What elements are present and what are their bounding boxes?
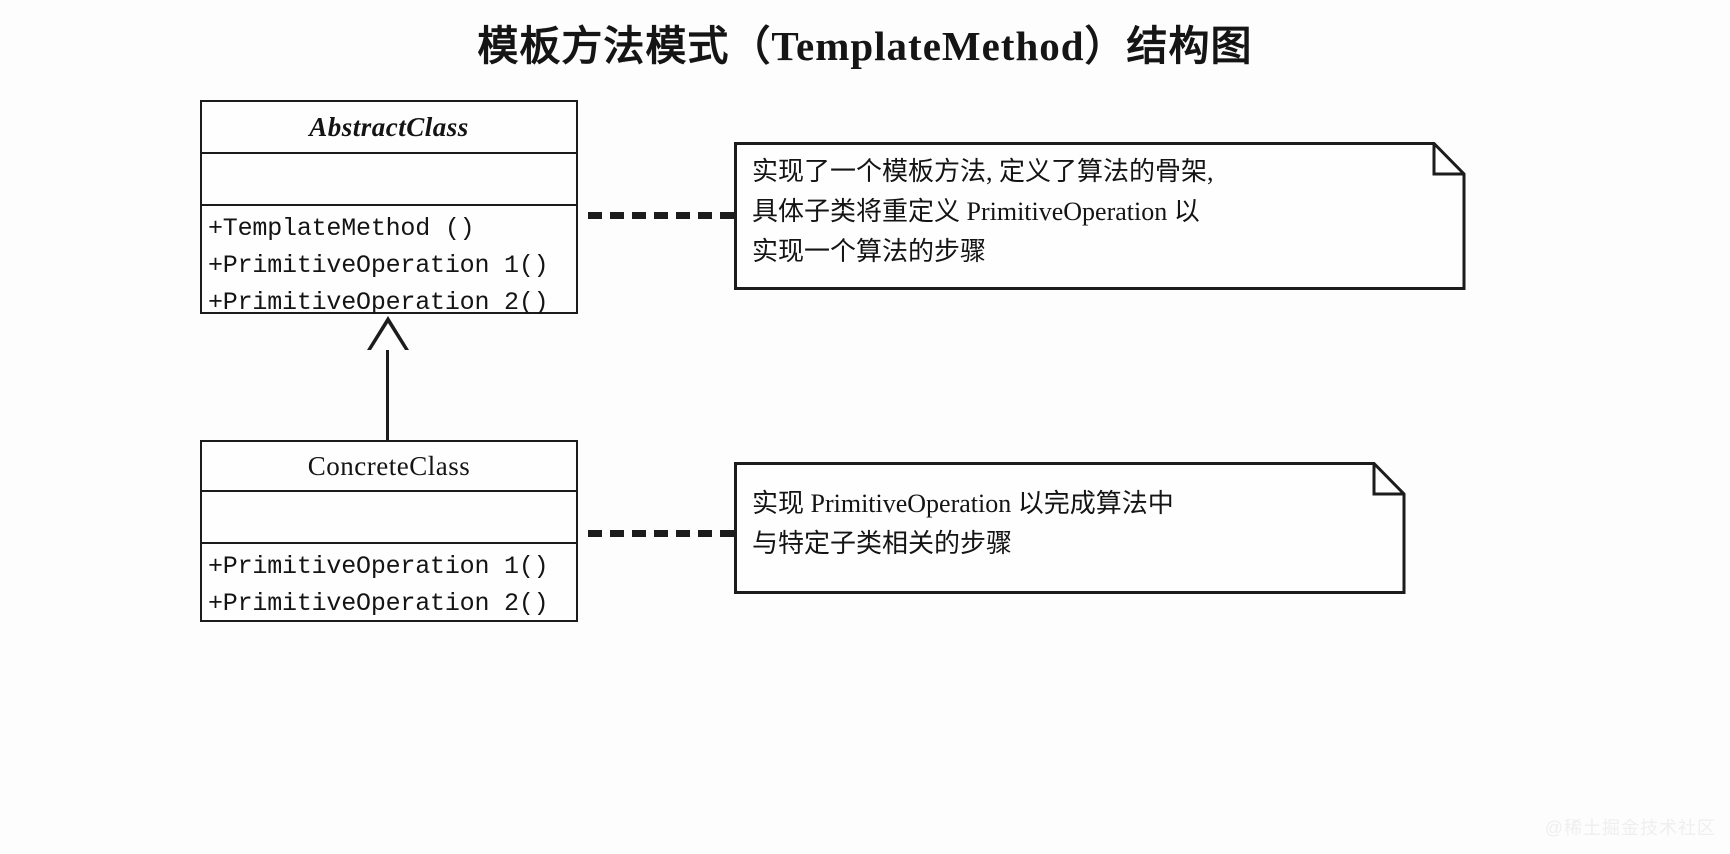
uml-class-abstract[interactable]: AbstractClass +TemplateMethod () +Primit… <box>200 100 578 317</box>
uml-class-name-abstract: AbstractClass <box>202 102 576 154</box>
note-line: 实现一个算法的步骤 <box>752 237 987 266</box>
note-concrete-shape <box>734 462 1406 594</box>
note-line: 实现了一个模板方法, 定义了算法的骨架, <box>752 157 1214 186</box>
page-title: 模板方法模式（TemplateMethod）结构图 <box>477 23 1253 69</box>
note-line: 实现 PrimitiveOperation 以完成算法中 <box>752 489 1174 518</box>
note-abstract-text: 实现了一个模板方法, 定义了算法的骨架, 具体子类将重定义 PrimitiveO… <box>752 152 1452 272</box>
note-concrete-text: 实现 PrimitiveOperation 以完成算法中 与特定子类相关的步骤 <box>752 484 1392 564</box>
uml-operation: +PrimitiveOperation 2() <box>208 589 549 618</box>
note-line: 具体子类将重定义 PrimitiveOperation 以 <box>752 197 1200 226</box>
uml-operations-abstract: +TemplateMethod () +PrimitiveOperation 1… <box>202 206 576 321</box>
uml-attributes-concrete <box>202 492 576 544</box>
note-anchor-line-abstract <box>588 212 734 219</box>
watermark: @稀土掘金技术社区 <box>1544 818 1716 838</box>
uml-attributes-abstract <box>202 154 576 206</box>
uml-operation: +PrimitiveOperation 1() <box>208 251 549 280</box>
uml-operation: +TemplateMethod () <box>208 214 475 243</box>
uml-class-concrete[interactable]: ConcreteClass +PrimitiveOperation 1() +P… <box>200 440 578 622</box>
uml-operation: +PrimitiveOperation 1() <box>208 552 549 581</box>
note-anchor-line-concrete <box>588 530 734 537</box>
uml-operations-concrete: +PrimitiveOperation 1() +PrimitiveOperat… <box>202 544 576 622</box>
note-line: 与特定子类相关的步骤 <box>752 529 1013 558</box>
uml-class-name-concrete: ConcreteClass <box>202 442 576 492</box>
generalization-line <box>386 350 389 443</box>
note-abstract-shape <box>734 142 1466 290</box>
uml-operation: +PrimitiveOperation 2() <box>208 288 549 317</box>
